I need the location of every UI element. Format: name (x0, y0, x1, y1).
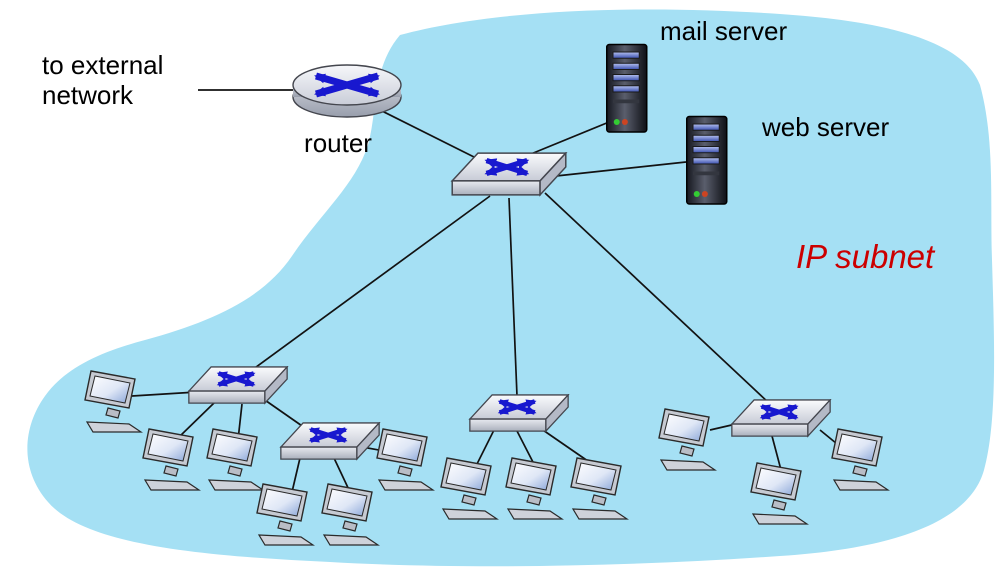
external-network-label-line1: to external (42, 50, 163, 80)
network-link (371, 105, 481, 161)
web-server (686, 115, 728, 205)
network-link (771, 435, 782, 471)
network-link (508, 197, 518, 397)
network-link (291, 457, 301, 493)
mail-server (606, 43, 648, 133)
mail-server-label: mail server (660, 16, 787, 46)
network-link (333, 457, 351, 493)
router-node (292, 64, 402, 118)
external-network-label-line2: network (42, 80, 134, 110)
network-link (555, 161, 687, 177)
network-link (475, 429, 495, 467)
router-arrow-icon (314, 72, 380, 98)
network-link (131, 391, 198, 397)
ip-subnet-label: IP subnet (796, 238, 936, 275)
network-link (544, 192, 771, 405)
network-link (251, 195, 491, 371)
network-link (177, 402, 215, 439)
network-link (525, 119, 615, 157)
network-link (261, 397, 306, 429)
router-label: router (304, 128, 372, 158)
network-link (516, 430, 536, 467)
web-server-label: web server (761, 112, 889, 142)
